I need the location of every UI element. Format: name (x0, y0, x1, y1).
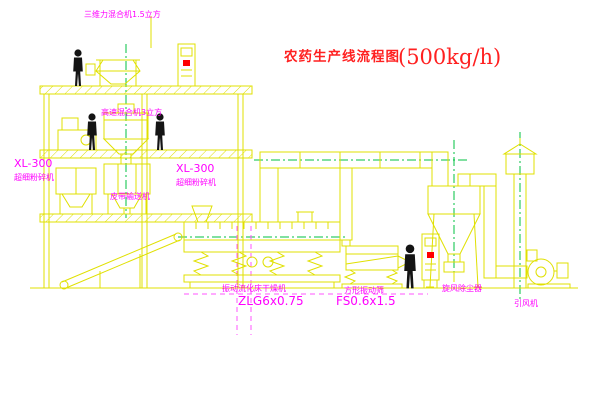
drawing-title-capacity: (500kg/h) (398, 45, 501, 69)
label-fan: 引风机 (514, 298, 538, 308)
control-cabinet-2 (421, 233, 440, 288)
label-high-speed-mixer: 高速混合机3立方 (101, 107, 162, 117)
indicator-button (183, 60, 190, 66)
label-cyclone: 旋风除尘器 (442, 283, 482, 293)
labels: 农药生产线流程图 (500kg/h) 三维力混合机1.5立方 高速混合机3立方 … (14, 9, 538, 308)
label-pulverizer-left-name: 超细粉碎机 (14, 172, 54, 182)
high-speed-mixer (102, 103, 150, 165)
label-mixer-3d: 三维力混合机1.5立方 (84, 9, 161, 19)
pulverizer-left (55, 167, 97, 214)
label-dryer-model: ZLG6x0.75 (238, 294, 304, 308)
belt-conveyor (59, 232, 183, 290)
induced-draft-fan (495, 249, 571, 289)
fluid-bed-dryer (183, 205, 341, 288)
vibration-motor (262, 256, 274, 268)
label-dryer-name: 振动流化床干燥机 (222, 283, 286, 293)
label-screen-name: 方形振动筛 (344, 285, 384, 295)
centerlines-green (125, 44, 521, 300)
label-belt-conveyor: 皮带输送机 (110, 191, 150, 201)
vibrating-screen (341, 239, 412, 289)
control-cabinet-1 (177, 43, 196, 87)
indicator-button (427, 252, 434, 258)
exhaust-stack (502, 138, 538, 289)
floor-slab-lower (39, 213, 253, 223)
label-pulverizer-right-name: 超细粉碎机 (176, 177, 216, 187)
layout-lines-magenta (184, 226, 428, 335)
mixer-3d (85, 16, 152, 86)
building-frame (30, 85, 578, 289)
label-screen-model: FS0.6x1.5 (336, 294, 396, 308)
pulverizer-right (103, 163, 151, 215)
floor-slab-top (39, 85, 253, 95)
cyclone-separator (426, 173, 497, 288)
vibration-motor (246, 256, 258, 268)
floor-slab-middle (39, 149, 253, 159)
label-pulverizer-right-model: XL-300 (176, 162, 214, 175)
drawing-title: 农药生产线流程图 (283, 48, 400, 65)
label-pulverizer-left-model: XL-300 (14, 157, 52, 170)
